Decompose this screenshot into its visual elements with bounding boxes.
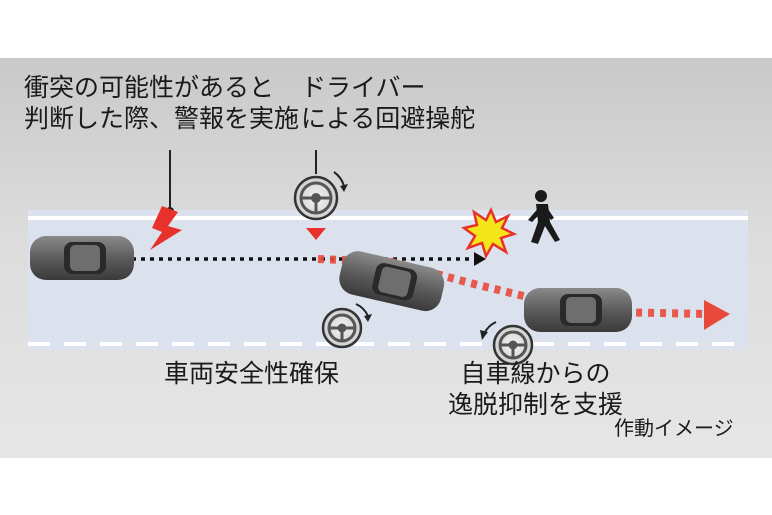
steering-wheel-icon — [492, 324, 534, 366]
support-line-1: 自車線からの — [460, 359, 611, 388]
steering-line-1: ドライバー — [301, 73, 426, 102]
support-line-2: 逸脱抑制を支援 — [448, 390, 624, 420]
warning-line-2: 判断した際、警報を実施 — [24, 104, 300, 134]
car-icon — [339, 251, 445, 312]
lane-support-caption: 自車線からの 逸脱抑制を支援 — [448, 358, 623, 421]
safety-caption: 車両安全性確保 — [164, 359, 340, 388]
steering-start-marker-icon — [306, 228, 326, 240]
car-icon — [30, 236, 134, 280]
steering-wheel-icon — [321, 307, 363, 349]
rotation-arrow-head-icon — [364, 314, 372, 322]
rotation-arrow-head-icon — [480, 330, 488, 340]
pedestrian-icon — [528, 190, 560, 244]
operation-image-note: 作動イメージ — [614, 416, 734, 440]
steering-line-2: による回避操舵 — [301, 104, 476, 134]
warning-line-1: 衝突の可能性があると — [24, 73, 275, 102]
collision-burst-icon — [461, 206, 518, 260]
rotation-arrow-icon — [333, 171, 345, 187]
warning-caption: 衝突の可能性があると 判断した際、警報を実施 — [24, 72, 299, 135]
arrow-right-icon — [704, 300, 730, 330]
warning-bolt-icon — [150, 206, 182, 250]
steering-wheel-icon — [293, 175, 339, 221]
car-icon — [524, 288, 632, 332]
arrow-head-icon — [474, 252, 486, 266]
steering-caption: ドライバー による回避操舵 — [301, 72, 475, 135]
rotation-arrow-head-icon — [340, 184, 348, 192]
